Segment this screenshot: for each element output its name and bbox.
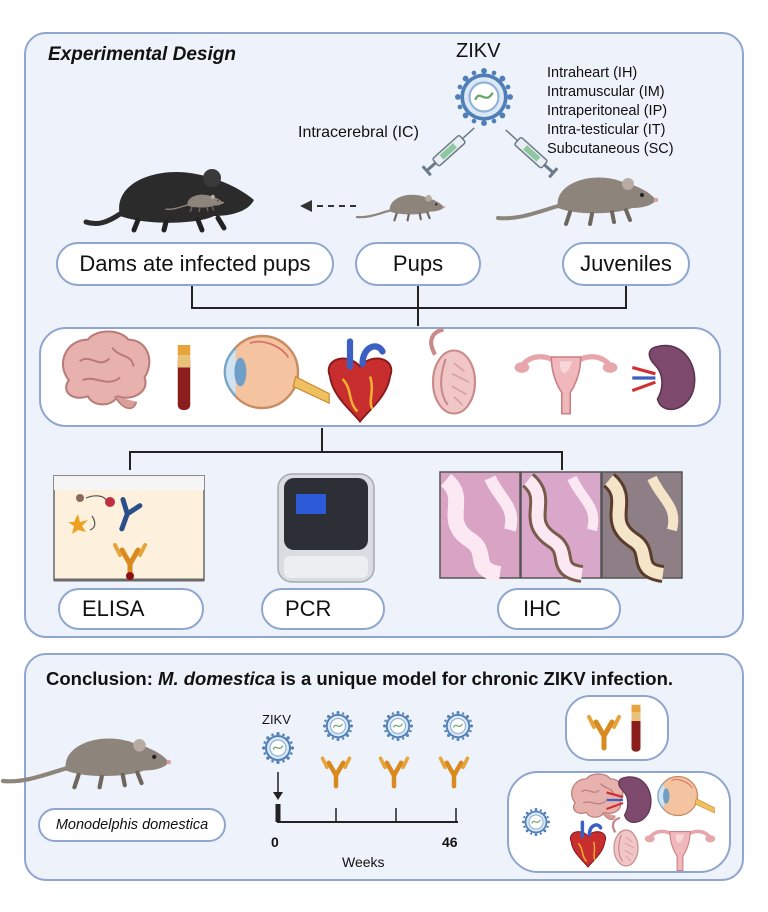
assay-elisa-label: ELISA bbox=[82, 596, 145, 621]
timeline-zikv-label: ZIKV bbox=[262, 712, 291, 727]
connector-lines-groups bbox=[191, 286, 627, 326]
group-juveniles: Juveniles bbox=[562, 242, 690, 286]
assay-pcr-label: PCR bbox=[285, 596, 332, 621]
timeline-zikv-virus-icon bbox=[260, 730, 296, 766]
routes-list: Intraheart (IH) Intramuscular (IM) Intra… bbox=[547, 64, 674, 159]
pup-opossum-icon bbox=[355, 193, 447, 222]
timeline-start-label: 0 bbox=[271, 834, 279, 850]
timeline-antibody-icon bbox=[381, 758, 408, 786]
timeline-virus-icon bbox=[382, 710, 414, 742]
route-item: Intraperitoneal (IP) bbox=[547, 103, 668, 119]
timeline-virus-icon bbox=[442, 710, 474, 742]
group-pups: Pups bbox=[355, 242, 481, 286]
dam-opossum-icon bbox=[83, 169, 254, 233]
timeline-end-label: 46 bbox=[442, 834, 458, 850]
tissue-summary-virus-icon bbox=[521, 807, 551, 837]
assay-pcr: PCR bbox=[261, 588, 385, 630]
group-dams: Dams ate infected pups bbox=[56, 242, 334, 286]
ihc-tiles-illustration bbox=[439, 471, 683, 583]
assay-elisa: ELISA bbox=[58, 588, 204, 630]
route-item: Intraheart (IH) bbox=[547, 65, 638, 81]
zikv-label: ZIKV bbox=[456, 40, 501, 62]
arrow-head-icon bbox=[300, 200, 312, 212]
timeline-arrowhead-icon bbox=[273, 792, 283, 800]
assay-ihc-label: IHC bbox=[523, 596, 561, 621]
route-item: Intramuscular (IM) bbox=[547, 84, 665, 100]
zikv-virus-icon bbox=[453, 66, 515, 128]
elisa-well-illustration bbox=[53, 475, 205, 582]
conclusion-prefix: Conclusion: bbox=[46, 668, 159, 689]
species-label-pill: Monodelphis domestica bbox=[38, 808, 226, 842]
experimental-design-title: Experimental Design bbox=[48, 44, 236, 65]
conclusion-heading: Conclusion: M. domestica is a unique mod… bbox=[46, 668, 673, 690]
timeline-axis-label: Weeks bbox=[342, 854, 385, 870]
route-item: Subcutaneous (SC) bbox=[547, 141, 674, 157]
monodelphis-opossum-icon bbox=[3, 738, 171, 787]
conclusion-species: M. domestica bbox=[158, 668, 276, 689]
timeline-antibody-icon bbox=[441, 758, 468, 786]
route-item: Intra-testicular (IT) bbox=[547, 122, 666, 138]
blood-tube-icon bbox=[177, 345, 191, 410]
assay-ihc: IHC bbox=[497, 588, 621, 630]
syringe-ic-icon bbox=[421, 121, 480, 177]
timeline-virus-icon bbox=[322, 710, 354, 742]
conclusion-suffix: is a unique model for chronic ZIKV infec… bbox=[275, 668, 674, 689]
juvenile-opossum-icon bbox=[496, 175, 661, 226]
pcr-machine-illustration bbox=[277, 473, 375, 583]
serum-tube-icon bbox=[631, 704, 641, 752]
route-intracerebral: Intracerebral (IC) bbox=[298, 124, 419, 141]
connector-lines-assays bbox=[129, 428, 563, 470]
timeline-antibody-icon bbox=[323, 758, 350, 786]
serum-summary-box bbox=[565, 695, 669, 761]
species-label: Monodelphis domestica bbox=[55, 817, 209, 833]
